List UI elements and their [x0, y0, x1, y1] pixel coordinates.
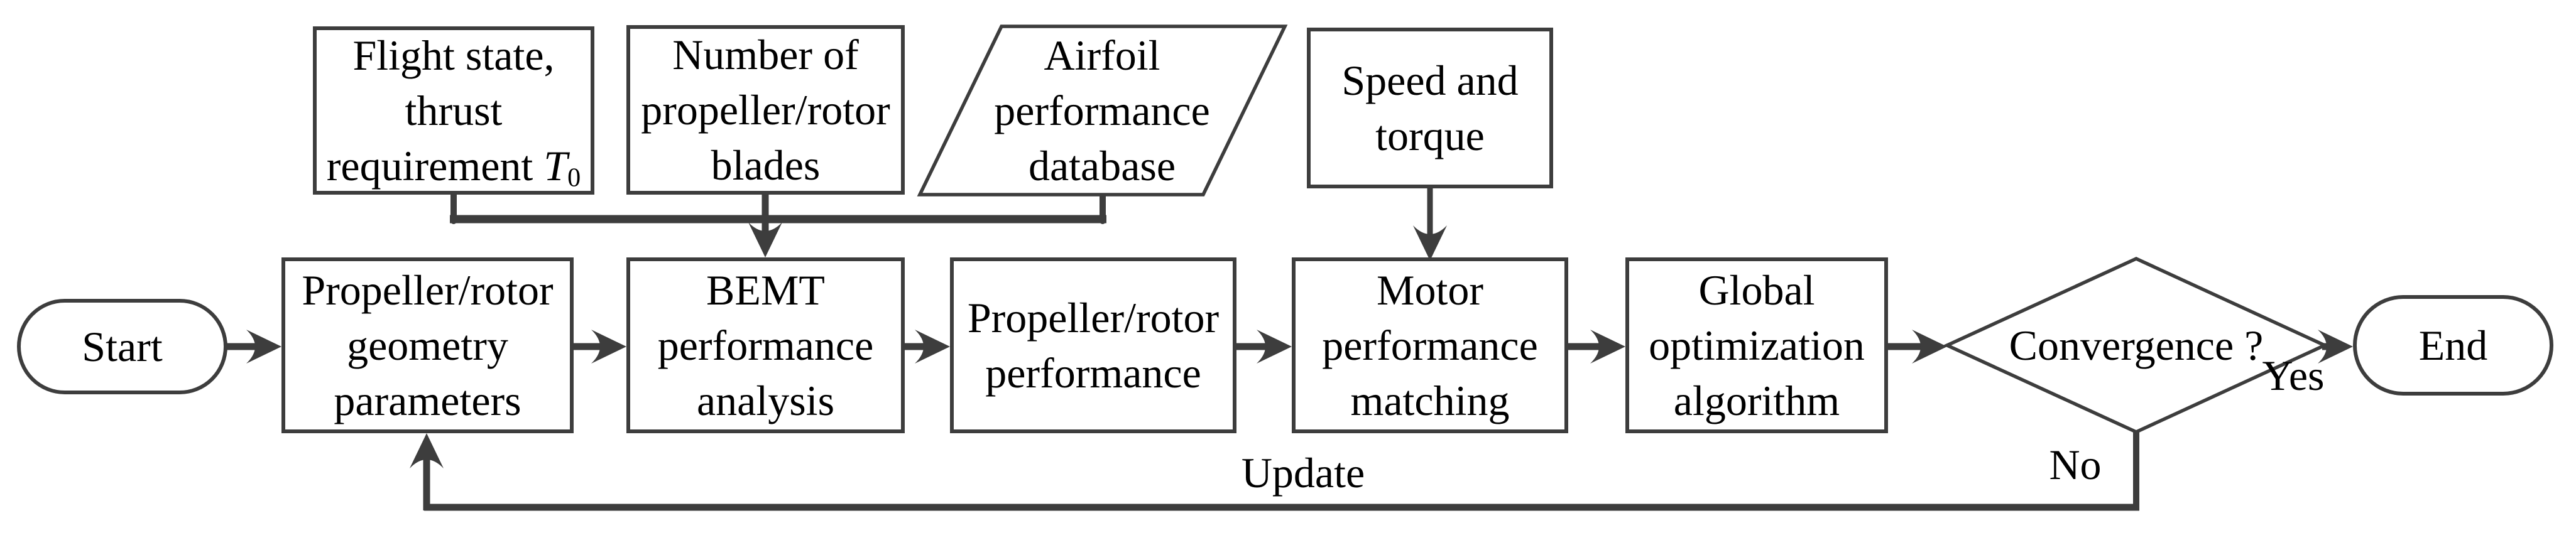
- motor-matching-line1: Motor: [1377, 266, 1483, 314]
- performance-to-motor-arrowhead: [1257, 330, 1292, 364]
- motor-to-global-arrowhead: [1590, 330, 1625, 364]
- convergence-question: Convergence ?: [2009, 321, 2264, 369]
- global-optimization-box: Global optimization algorithm: [1625, 257, 1888, 433]
- blade-number-box: Number of propeller/rotor blades: [626, 25, 905, 195]
- update-text: Update: [1241, 449, 1365, 497]
- start-terminator: Start: [17, 299, 227, 394]
- flight-state-line2: thrust: [405, 87, 503, 134]
- geometry-to-bemt-arrowhead: [591, 330, 626, 364]
- blade-number-line1: Number of: [672, 31, 859, 78]
- geometry-line1: Propeller/rotor: [302, 266, 554, 314]
- start-to-geometry-arrowhead: [246, 330, 281, 364]
- rotor-performance-line1: Propeller/rotor: [967, 294, 1220, 342]
- global-to-decision-arrowhead: [1912, 330, 1947, 364]
- blade-number-line3: blades: [711, 141, 821, 189]
- motor-matching-box: Motor performance matching: [1292, 257, 1568, 433]
- rotor-performance-line2: performance: [985, 349, 1201, 397]
- thrust-subscript: 0: [567, 163, 581, 193]
- airfoil-database-line3: database: [1028, 142, 1176, 190]
- bemt-analysis-box: BEMT performance analysis: [626, 257, 905, 433]
- flight-state-line3: requirement T0: [326, 142, 581, 193]
- no-edge-label: No: [2012, 436, 2138, 493]
- bemt-to-performance-arrowhead: [915, 330, 950, 364]
- rotor-performance-box: Propeller/rotor performance: [950, 257, 1236, 433]
- global-optimization-line3: algorithm: [1673, 377, 1840, 424]
- flight-state-line1: Flight state,: [352, 31, 555, 79]
- geometry-parameters-box: Propeller/rotor geometry parameters: [281, 257, 574, 433]
- global-optimization-line1: Global: [1698, 266, 1815, 314]
- end-terminator: End: [2353, 295, 2553, 396]
- update-return-arrowhead: [410, 433, 444, 468]
- airfoil-database-line2: performance: [994, 87, 1210, 134]
- blade-number-line2: propeller/rotor: [641, 86, 890, 134]
- speed-torque-line1: Speed and: [1341, 57, 1519, 104]
- speed-to-motor-arrowhead: [1413, 225, 1447, 261]
- start-label: Start: [82, 323, 163, 370]
- end-label: End: [2418, 321, 2488, 369]
- motor-matching-line3: matching: [1350, 377, 1510, 424]
- geometry-line2: geometry: [347, 321, 508, 369]
- speed-torque-line2: torque: [1375, 112, 1485, 159]
- yes-text: Yes: [2262, 352, 2325, 399]
- global-optimization-line2: optimization: [1649, 321, 1865, 369]
- no-text: No: [2049, 441, 2102, 488]
- speed-torque-box: Speed and torque: [1307, 28, 1553, 188]
- convergence-decision-diamond: [1943, 256, 2329, 434]
- motor-matching-line2: performance: [1322, 321, 1538, 369]
- airfoil-database-line1: Airfoil: [1044, 31, 1160, 79]
- yes-edge-label: Yes: [2230, 350, 2356, 401]
- thrust-symbol: T: [543, 142, 568, 190]
- airfoil-database-label: Airfoil performance database: [945, 26, 1259, 195]
- blades-to-bemt-arrowhead: [748, 222, 782, 257]
- bemt-line1: BEMT: [706, 266, 825, 314]
- geometry-line3: parameters: [334, 377, 521, 424]
- decision-to-end-arrowhead: [2318, 330, 2353, 364]
- convergence-decision-label: Convergence ?: [1948, 257, 2325, 433]
- bemt-line2: performance: [657, 321, 874, 369]
- update-edge-label: Update: [1209, 445, 1397, 501]
- flight-state-box: Flight state, thrust requirement T0: [313, 26, 594, 195]
- bemt-line3: analysis: [696, 377, 835, 424]
- airfoil-database-parallelogram: [917, 24, 1288, 197]
